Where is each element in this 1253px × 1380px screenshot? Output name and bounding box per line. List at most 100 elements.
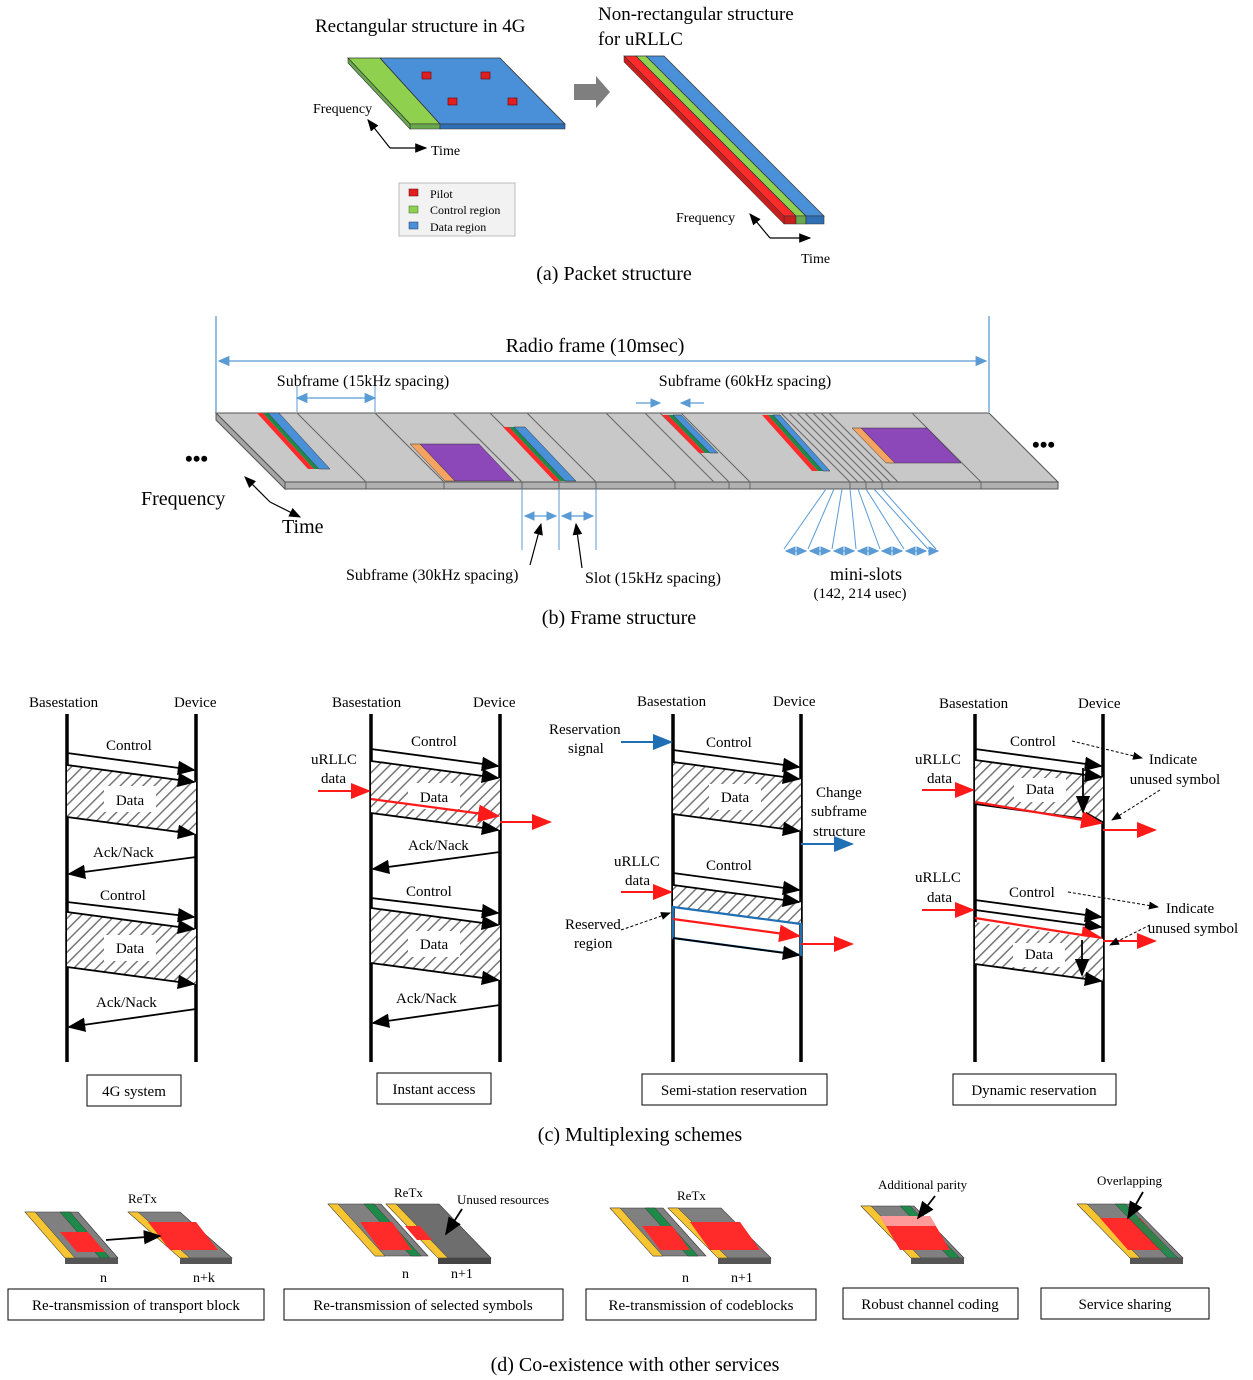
- mini-slot-fan: [783, 488, 937, 550]
- legend-control-region: Control region: [430, 203, 500, 217]
- coexist-label-3: Re-transmission of codeblocks: [609, 1298, 794, 1314]
- data-label: Data: [1025, 947, 1054, 963]
- nonrect-urllc-slab: [623, 55, 825, 225]
- acknack-label: Ack/Nack: [93, 845, 154, 861]
- transition-arrow-icon: [574, 76, 610, 108]
- n-label: n: [402, 1267, 409, 1282]
- scheme-instant-access: Basestation Device Control Data uRLLC da…: [311, 695, 552, 1105]
- urllc-data-label: data: [321, 771, 346, 787]
- legend-pilot: Pilot: [430, 187, 453, 201]
- basestation-label: Basestation: [29, 695, 99, 711]
- n-label: n: [682, 1271, 689, 1286]
- urllc-data-label: data: [927, 771, 952, 787]
- n1-label: n+1: [731, 1271, 753, 1286]
- legend-data-region: Data region: [430, 220, 486, 234]
- control-label: Control: [100, 888, 146, 904]
- service-block-1: [409, 443, 515, 482]
- coexist-label-5: Service sharing: [1079, 1297, 1172, 1313]
- data-label: Data: [420, 790, 449, 806]
- basestation-label: Basestation: [332, 695, 402, 711]
- indicate-label: Indicate: [1149, 752, 1198, 768]
- control-label: Control: [706, 735, 752, 751]
- acknack-label: Ack/Nack: [396, 991, 457, 1007]
- frequency-label-a2: Frequency: [676, 211, 735, 226]
- device-label: Device: [1078, 696, 1121, 712]
- n1-label: n+1: [451, 1267, 473, 1282]
- device-label: Device: [174, 695, 217, 711]
- coexist-retx-codeblocks: ReTx n n+1 Re-transmission of codeblocks: [585, 1188, 817, 1321]
- nonrect-structure-title-1: Non-rectangular structure: [598, 4, 794, 25]
- change-structure-label: subframe: [811, 804, 867, 820]
- mini-slots-duration: (142, 214 usec): [814, 586, 907, 602]
- pilot-marker: [507, 97, 518, 106]
- pilot-marker: [421, 71, 432, 80]
- scheme-label-dynamic: Dynamic reservation: [971, 1083, 1097, 1099]
- caption-c: (c) Multiplexing schemes: [538, 1124, 743, 1146]
- subframe-60khz-label: Subframe (60kHz spacing): [659, 373, 831, 390]
- reserved-region-label: region: [574, 936, 613, 952]
- service-block-2: [851, 427, 962, 464]
- nk-label: n+k: [193, 1271, 215, 1286]
- stripe-group-1: [257, 412, 331, 470]
- control-label: Control: [1009, 885, 1055, 901]
- coexist-service-sharing: Overlapping Service sharing: [1040, 1173, 1210, 1320]
- rectangular-4g-slab: [347, 57, 566, 130]
- reserved-region-label: Reserved: [565, 917, 621, 933]
- indicate-label: Indicate: [1166, 901, 1215, 917]
- retx-label: ReTx: [394, 1185, 423, 1200]
- overlapping-label: Overlapping: [1097, 1173, 1162, 1188]
- frequency-label-a1: Frequency: [313, 102, 372, 117]
- n-label: n: [100, 1271, 107, 1286]
- data-label: Data: [1026, 782, 1055, 798]
- panel-a-packet-structure: Rectangular structure in 4G Non-rectangu…: [313, 4, 830, 285]
- scheme-label-instant: Instant access: [393, 1082, 476, 1098]
- pilot-marker: [480, 71, 491, 80]
- scheme-label-4g: 4G system: [102, 1084, 166, 1100]
- change-structure-label: structure: [813, 824, 866, 840]
- coexist-label-1: Re-transmission of transport block: [32, 1298, 240, 1314]
- rect-structure-title: Rectangular structure in 4G: [315, 16, 526, 37]
- coexist-retx-transport-block: ReTx n n+k Re-transmission of transport …: [7, 1191, 265, 1321]
- data-label: Data: [116, 941, 145, 957]
- nonrect-structure-title-2: for uRLLC: [598, 29, 683, 50]
- stripe-group-4: [762, 414, 831, 472]
- reservation-signal-label: signal: [568, 741, 604, 757]
- coexist-retx-selected-symbols: ReTx Unused resources n n+1 Re-transmiss…: [283, 1185, 564, 1321]
- caption-d: (d) Co-existence with other services: [491, 1354, 780, 1376]
- unused-symbol-label: unused symbol: [1130, 772, 1220, 788]
- subframe-15khz-label: Subframe (15kHz spacing): [277, 373, 449, 390]
- coexist-robust-coding: Additional parity Robust channel coding: [842, 1177, 1019, 1320]
- coexist-label-2: Re-transmission of selected symbols: [313, 1298, 533, 1314]
- stripe-group-2: [503, 426, 577, 482]
- time-label-a1: Time: [431, 144, 460, 159]
- mini-slots-label: mini-slots: [830, 564, 902, 584]
- additional-parity-label: Additional parity: [878, 1177, 968, 1192]
- urllc-data-label: uRLLC: [915, 752, 961, 768]
- data-label: Data: [721, 790, 750, 806]
- panel-c-multiplexing: Basestation Device Control Data Ack/Nack…: [29, 694, 1238, 1146]
- packet-legend: Pilot Control region Data region: [398, 182, 516, 237]
- urllc-data-label: data: [927, 890, 952, 906]
- data-label: Data: [116, 793, 145, 809]
- control-label: Control: [106, 738, 152, 754]
- control-label: Control: [406, 884, 452, 900]
- urllc-data-label: uRLLC: [614, 854, 660, 870]
- control-label: Control: [1010, 734, 1056, 750]
- time-label-b: Time: [282, 516, 324, 538]
- urllc-data-label: data: [625, 873, 650, 889]
- basestation-label: Basestation: [637, 694, 707, 710]
- panel-d-coexistence: ReTx n n+k Re-transmission of transport …: [7, 1173, 1210, 1376]
- device-label: Device: [773, 694, 816, 710]
- frequency-label-b: Frequency: [141, 488, 225, 510]
- panel-b-frame-structure: Radio frame (10msec) Subframe (15kHz spa…: [141, 316, 1060, 629]
- unused-symbol-label: unused symbol: [1148, 921, 1238, 937]
- unused-resources-label: Unused resources: [457, 1192, 549, 1207]
- acknack-label: Ack/Nack: [96, 995, 157, 1011]
- time-label-a2: Time: [801, 252, 830, 267]
- scheme-semi-station-reservation: Basestation Device Reservation signal Co…: [549, 694, 867, 1106]
- retx-label: ReTx: [128, 1191, 157, 1206]
- basestation-label: Basestation: [939, 696, 1009, 712]
- urllc-data-label: uRLLC: [311, 752, 357, 768]
- left-ellipsis: •••: [185, 446, 208, 471]
